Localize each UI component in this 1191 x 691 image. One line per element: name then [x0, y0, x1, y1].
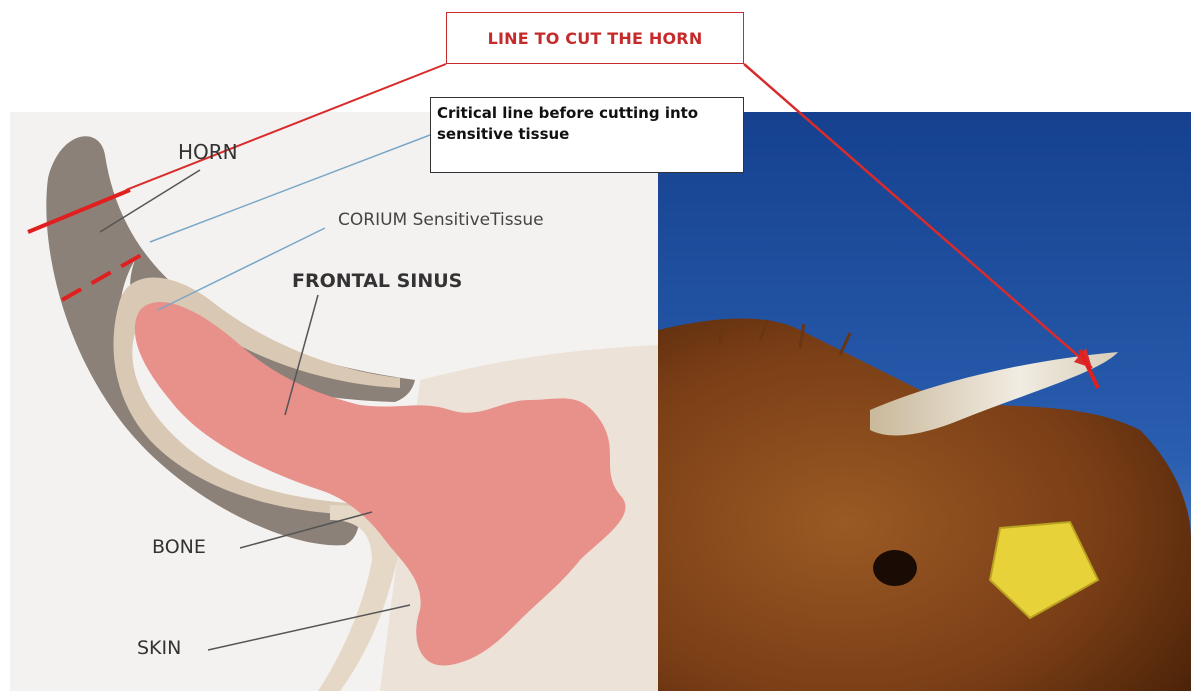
cow-eye: [873, 550, 917, 586]
cow-photo: [658, 112, 1191, 691]
bone-label: BONE: [152, 536, 206, 558]
skin-label: SKIN: [137, 637, 181, 659]
horn-label: HORN: [178, 140, 238, 164]
title-box: LINE TO CUT THE HORN: [446, 12, 744, 64]
critical-line-box: Critical line before cutting into sensit…: [430, 97, 744, 173]
corium-label: CORIUM SensitiveTissue: [338, 210, 544, 230]
frontal-sinus-label: FRONTAL SINUS: [292, 270, 462, 292]
